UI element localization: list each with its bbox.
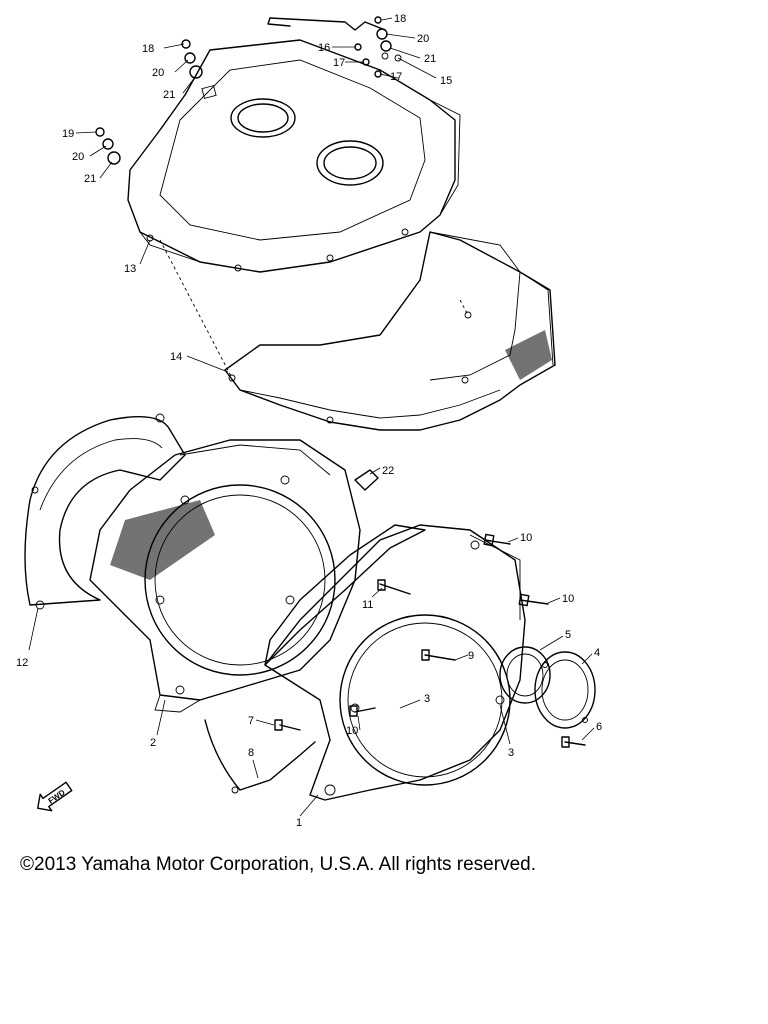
- part-label-3: 3: [424, 693, 430, 705]
- small-gasket: [354, 469, 379, 491]
- part-label-22: 22: [382, 465, 394, 477]
- fwd-label: FWD: [47, 788, 67, 806]
- part-label-7: 7: [248, 715, 254, 727]
- part-label-1: 1: [296, 817, 302, 829]
- part-label-20: 20: [152, 67, 164, 79]
- part-label-19: 19: [62, 128, 74, 140]
- part-label-10: 10: [562, 593, 574, 605]
- fan-housing: [89, 439, 361, 713]
- copyright-notice: ©2013 Yamaha Motor Corporation, U.S.A. A…: [20, 854, 536, 875]
- part-label-20: 20: [72, 151, 84, 163]
- shroud-top-cover: [127, 39, 461, 273]
- part-label-21: 21: [163, 89, 175, 101]
- part-label-21: 21: [84, 173, 96, 185]
- part-label-18: 18: [394, 13, 406, 25]
- part-label-10: 10: [520, 532, 532, 544]
- fan-cover-plate: [24, 413, 186, 610]
- shroud-lower: [224, 231, 556, 431]
- bracket-wire: [204, 719, 316, 794]
- leader-lines: [28, 17, 595, 817]
- part-label-2: 2: [150, 737, 156, 749]
- part-label-16: 16: [318, 42, 330, 54]
- seal-ring: [499, 646, 551, 704]
- part-labels: 18 20 21 19 20 21 18 20 21 15 16 17 17 1…: [16, 13, 602, 829]
- part-label-12: 12: [16, 657, 28, 669]
- part-label-13: 13: [124, 263, 136, 275]
- part-label-6: 6: [596, 721, 602, 733]
- bolts: [95, 16, 586, 748]
- crankcase-cover: [264, 524, 526, 801]
- part-label-20: 20: [417, 33, 429, 45]
- part-label-9: 9: [468, 650, 474, 662]
- part-label-17: 17: [390, 71, 402, 83]
- part-label-17: 17: [333, 57, 345, 69]
- top-bracket: [267, 17, 402, 62]
- exploded-parts-diagram: FWD 18 20 21 19 20 21 18 20 21 15 16 17 …: [16, 13, 602, 829]
- part-label-10: 10: [346, 725, 358, 737]
- part-label-21: 21: [424, 53, 436, 65]
- forward-arrow-icon: FWD: [37, 781, 73, 812]
- part-label-11: 11: [362, 599, 373, 611]
- part-label-14: 14: [170, 351, 182, 363]
- part-label-4: 4: [594, 647, 600, 659]
- inspection-cover: [534, 651, 596, 729]
- part-label-15: 15: [440, 75, 452, 87]
- part-label-8: 8: [248, 747, 254, 759]
- assembly-guide-lines: [159, 239, 469, 379]
- part-label-3: 3: [508, 747, 514, 759]
- part-label-5: 5: [565, 629, 571, 641]
- part-label-18: 18: [142, 43, 154, 55]
